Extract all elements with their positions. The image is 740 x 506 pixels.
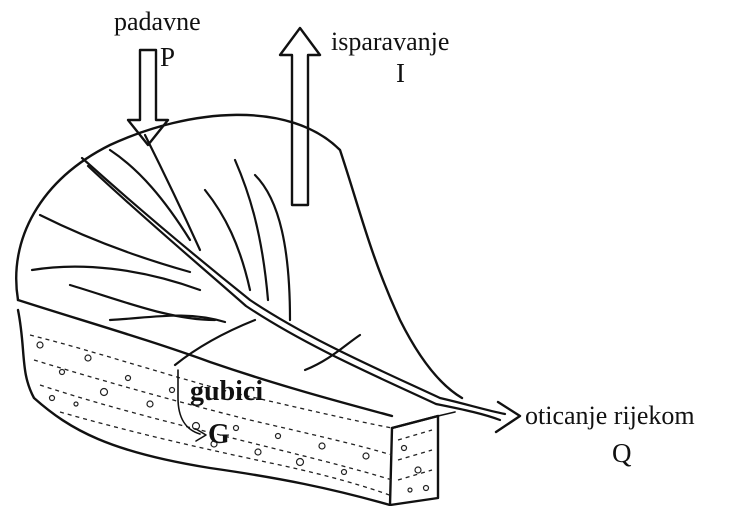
losses-symbol: G: [208, 419, 230, 450]
evaporation-label: isparavanje: [331, 27, 449, 56]
evaporation-arrow: [280, 28, 320, 205]
runoff-symbol: Q: [612, 438, 632, 468]
precipitation-label: padavne: [114, 7, 201, 36]
evaporation-symbol: I: [396, 58, 405, 88]
runoff-label: oticanje rijekom: [525, 401, 695, 430]
losses-label: gubici: [190, 376, 263, 407]
soil-block: [18, 310, 455, 505]
precipitation-symbol: P: [160, 42, 175, 72]
